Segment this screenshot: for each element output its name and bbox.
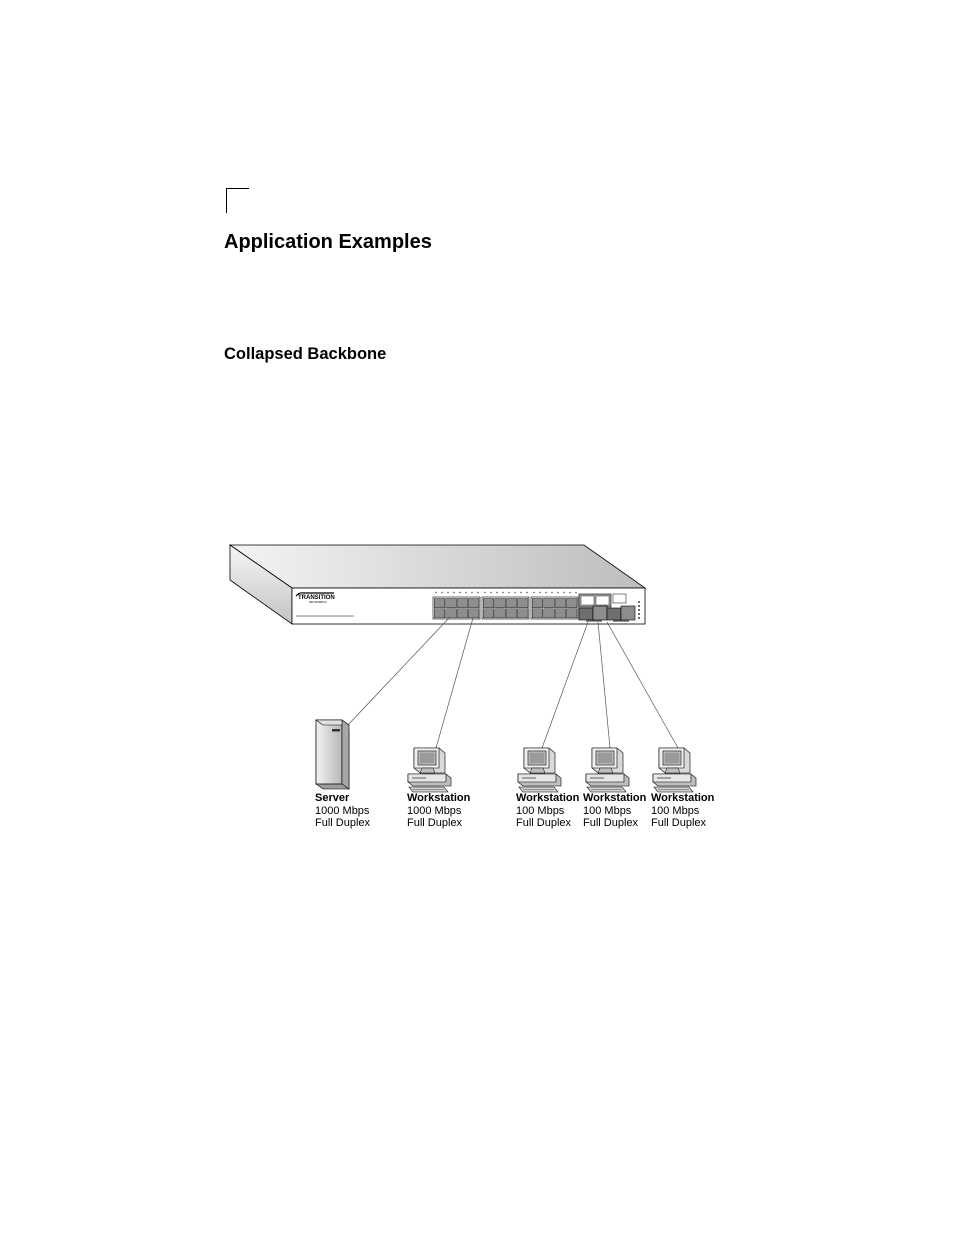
svg-text:NETWORKS: NETWORKS <box>309 600 326 604</box>
port-led <box>575 591 577 594</box>
rj45-port <box>494 608 506 619</box>
rj45-port-block <box>432 596 579 620</box>
workstation-icon <box>585 747 630 793</box>
rj45-port <box>566 598 578 608</box>
node-role: Workstation <box>516 792 580 804</box>
node-duplex: Full Duplex <box>407 817 463 829</box>
port-led <box>526 591 528 594</box>
workstation-icon <box>517 747 562 793</box>
port-led <box>435 591 437 594</box>
transition-logo: TRANSITION NETWORKS <box>295 592 335 604</box>
rj45-port <box>456 598 468 608</box>
rj45-port <box>456 608 468 619</box>
cable-workstation-2 <box>541 621 589 749</box>
port-led <box>484 591 486 594</box>
port-led <box>502 591 504 594</box>
rj45-port <box>434 608 446 619</box>
rj45-port <box>445 598 457 608</box>
workstation-icon <box>407 747 452 793</box>
rj45-port <box>517 598 529 608</box>
rj45-port <box>543 598 555 608</box>
node-label-workstation-1: Workstation 1000 Mbps Full Duplex <box>407 792 470 830</box>
port-led <box>459 591 461 594</box>
rj45-port <box>566 608 578 619</box>
cable-workstation-3 <box>597 621 611 749</box>
connection-cables <box>346 617 679 749</box>
port-led <box>551 591 553 594</box>
port-led <box>520 591 522 594</box>
port-led-row <box>435 591 577 594</box>
rj45-port <box>532 608 544 619</box>
port-led <box>545 591 547 594</box>
node-role: Workstation <box>407 792 471 804</box>
svg-text:TRANSITION: TRANSITION <box>298 595 335 601</box>
node-duplex: Full Duplex <box>315 817 371 829</box>
node-label-workstation-2: Workstation 100 Mbps Full Duplex <box>516 792 579 830</box>
port-led <box>569 591 571 594</box>
port-led <box>447 591 449 594</box>
workstation-icon <box>652 747 697 793</box>
cable-workstation-4 <box>606 621 679 749</box>
node-speed: 100 Mbps <box>516 804 565 817</box>
rj45-port <box>532 598 544 608</box>
port-led <box>539 591 541 594</box>
node-role: Server <box>315 792 350 804</box>
rj45-port <box>554 598 566 608</box>
rj45-port <box>505 608 517 619</box>
port-led <box>563 591 565 594</box>
node-speed: 1000 Mbps <box>315 804 370 817</box>
cable-server <box>346 617 450 727</box>
node-speed: 100 Mbps <box>651 804 700 817</box>
corner-crop-mark <box>226 188 249 213</box>
node-role: Workstation <box>583 792 647 804</box>
section-heading: Collapsed Backbone <box>224 345 387 363</box>
port-led <box>453 591 455 594</box>
port-led <box>441 591 443 594</box>
node-speed: 1000 Mbps <box>407 804 462 817</box>
port-led <box>508 591 510 594</box>
rj45-port <box>543 608 555 619</box>
node-speed: 100 Mbps <box>583 804 632 817</box>
rj45-port <box>468 608 480 619</box>
node-label-workstation-4: Workstation 100 Mbps Full Duplex <box>651 792 714 830</box>
gigabit-switch-icon: TRANSITION NETWORKS <box>228 544 647 625</box>
port-led <box>533 591 535 594</box>
rj45-port <box>434 598 446 608</box>
rj45-port <box>468 598 480 608</box>
rj45-port <box>505 598 517 608</box>
port-led <box>477 591 479 594</box>
rj45-port <box>517 608 529 619</box>
port-led <box>490 591 492 594</box>
node-label-workstation-3: Workstation 100 Mbps Full Duplex <box>583 792 646 830</box>
port-led <box>514 591 516 594</box>
node-duplex: Full Duplex <box>516 817 572 829</box>
node-role: Workstation <box>651 792 715 804</box>
rj45-port <box>483 598 495 608</box>
rj45-port <box>445 608 457 619</box>
port-led <box>465 591 467 594</box>
node-label-server: Server 1000 Mbps Full Duplex <box>315 792 370 830</box>
rj45-port <box>483 608 495 619</box>
port-led <box>471 591 473 594</box>
server-tower-icon <box>315 719 350 790</box>
cable-workstation-1 <box>435 617 474 749</box>
port-led <box>557 591 559 594</box>
page-title: Application Examples <box>224 231 432 253</box>
gbic-module-ports <box>578 593 640 622</box>
node-duplex: Full Duplex <box>583 817 639 829</box>
rj45-port <box>554 608 566 619</box>
rj45-port <box>494 598 506 608</box>
node-duplex: Full Duplex <box>651 817 707 829</box>
port-led <box>496 591 498 594</box>
